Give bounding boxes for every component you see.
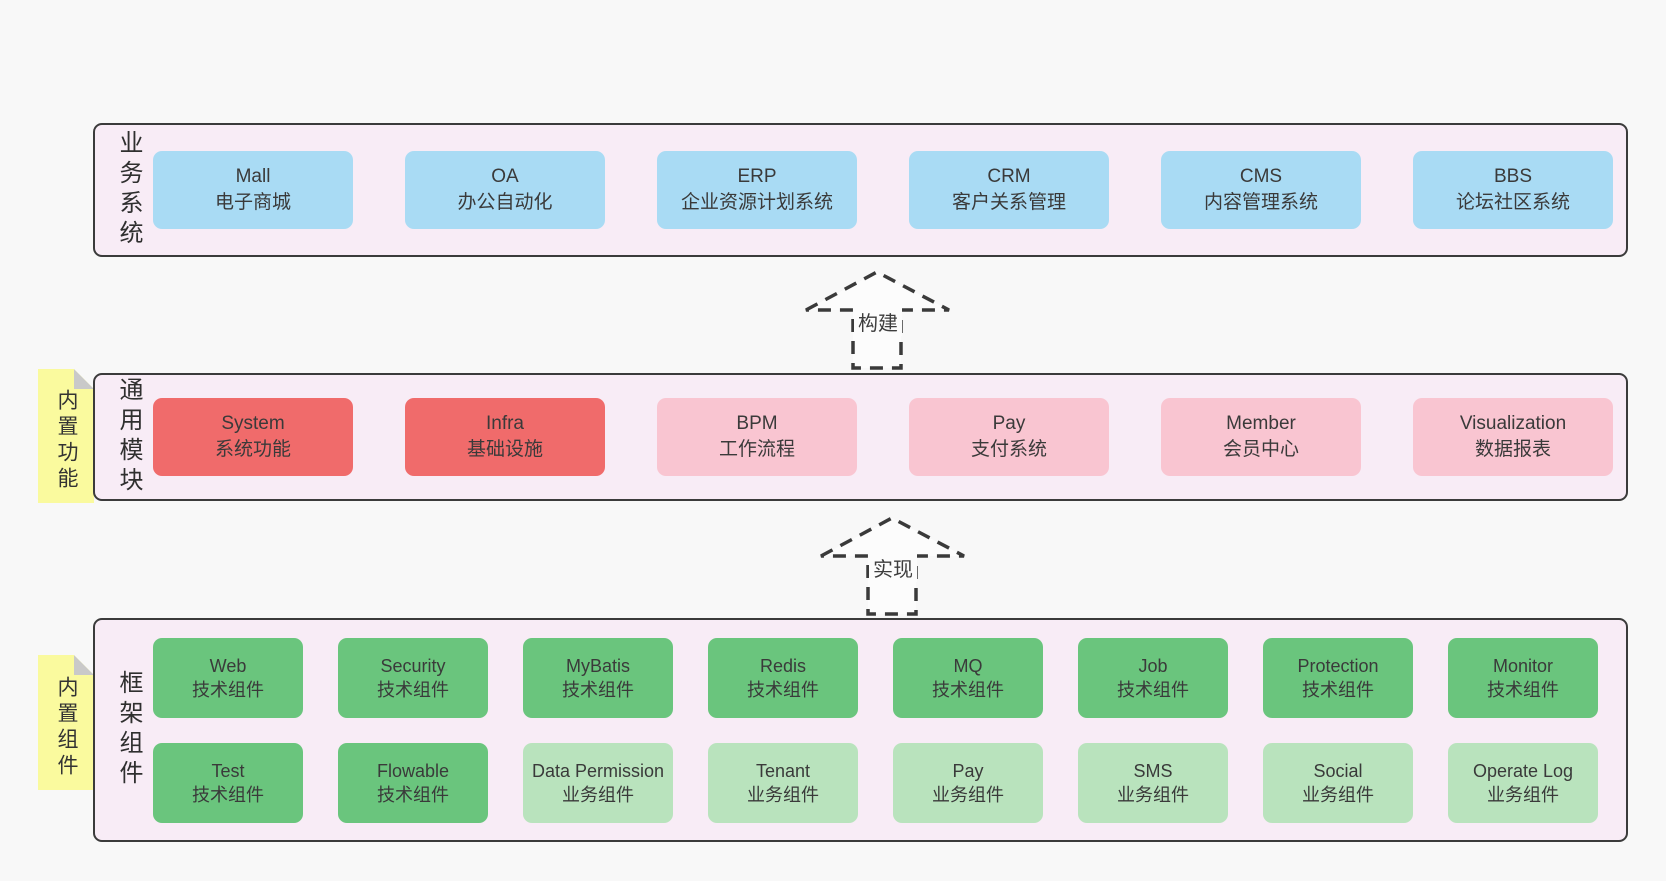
layer-title: 框架组件: [115, 670, 142, 790]
box-social: Social 业务组件: [1263, 743, 1413, 823]
box-title: Data Permission: [531, 761, 665, 781]
box-title: Operate Log: [1472, 761, 1574, 781]
box-pay: Pay 支付系统: [909, 398, 1109, 476]
box-subtitle: 技术组件: [1117, 680, 1189, 700]
box-flowable: Flowable 技术组件: [338, 743, 488, 823]
box-tenant: Tenant 业务组件: [708, 743, 858, 823]
box-title: OA: [491, 166, 519, 187]
box-infra: Infra 基础设施: [405, 398, 605, 476]
box-title: Redis: [759, 656, 807, 676]
box-subtitle: 数据报表: [1474, 439, 1551, 460]
box-data-permission: Data Permission 业务组件: [523, 743, 673, 823]
box-title: Mall: [235, 166, 271, 187]
box-mq: MQ 技术组件: [893, 638, 1043, 718]
sticky-note-built-in-functions: 内置功能: [38, 369, 94, 503]
box-erp: ERP 企业资源计划系统: [657, 151, 857, 229]
layer-framework-components: 框架组件 Web 技术组件 Security 技术组件 MyBatis 技术组件…: [93, 618, 1628, 842]
box-title: MQ: [953, 656, 983, 676]
box-redis: Redis 技术组件: [708, 638, 858, 718]
box-title: Tenant: [755, 761, 811, 781]
box-visualization: Visualization 数据报表: [1413, 398, 1613, 476]
box-oa: OA 办公自动化: [405, 151, 605, 229]
box-security: Security 技术组件: [338, 638, 488, 718]
box-mall: Mall 电子商城: [153, 151, 353, 229]
build-arrow: 构建: [797, 265, 959, 375]
box-bpm: BPM 工作流程: [657, 398, 857, 476]
box-title: Flowable: [376, 761, 450, 781]
box-protection: Protection 技术组件: [1263, 638, 1413, 718]
box-title: Monitor: [1492, 656, 1554, 676]
box-subtitle: 内容管理系统: [1203, 192, 1318, 213]
box-subtitle: 技术组件: [192, 785, 264, 805]
box-subtitle: 企业资源计划系统: [680, 192, 833, 213]
box-title: CMS: [1239, 166, 1283, 187]
arrow-label: 实现: [869, 553, 917, 582]
box-title: Security: [380, 656, 446, 676]
box-subtitle: 技术组件: [932, 680, 1004, 700]
box-system: System 系统功能: [153, 398, 353, 476]
box-subtitle: 会员中心: [1222, 439, 1299, 460]
box-subtitle: 技术组件: [747, 680, 819, 700]
box-subtitle: 业务组件: [747, 785, 819, 805]
box-subtitle: 业务组件: [1302, 785, 1374, 805]
box-title: Job: [1138, 656, 1168, 676]
box-sms: SMS 业务组件: [1078, 743, 1228, 823]
box-title: Visualization: [1459, 413, 1567, 434]
layer-title: 业务系统: [115, 130, 142, 250]
box-title: ERP: [737, 166, 777, 187]
box-subtitle: 技术组件: [377, 680, 449, 700]
sticky-note-built-in-components: 内置组件: [38, 655, 94, 790]
box-subtitle: 工作流程: [718, 439, 795, 460]
box-member: Member 会员中心: [1161, 398, 1361, 476]
box-title: Member: [1226, 413, 1296, 434]
implement-arrow: 实现: [812, 511, 974, 621]
box-subtitle: 业务组件: [562, 785, 634, 805]
box-subtitle: 支付系统: [970, 439, 1047, 460]
box-cms: CMS 内容管理系统: [1161, 151, 1361, 229]
box-subtitle: 业务组件: [932, 785, 1004, 805]
box-title: MyBatis: [565, 656, 630, 676]
box-subtitle: 办公自动化: [457, 192, 553, 213]
box-web: Web 技术组件: [153, 638, 303, 718]
box-subtitle: 技术组件: [1302, 680, 1374, 700]
box-subtitle: 技术组件: [562, 680, 634, 700]
box-subtitle: 系统功能: [214, 439, 291, 460]
box-title: CRM: [987, 166, 1031, 187]
layer-common-modules: 通用模块 System 系统功能 Infra 基础设施 BPM 工作流程 Pay…: [93, 373, 1628, 501]
box-title: BBS: [1493, 166, 1533, 187]
box-subtitle: 电子商城: [214, 192, 291, 213]
box-title: Pay: [952, 761, 984, 781]
box-title: System: [221, 413, 285, 434]
arrow-label: 构建: [854, 307, 902, 336]
box-operate-log: Operate Log 业务组件: [1448, 743, 1598, 823]
sticky-note-label: 内置功能: [55, 389, 78, 494]
box-pay-biz: Pay 业务组件: [893, 743, 1043, 823]
box-subtitle: 基础设施: [466, 439, 543, 460]
box-crm: CRM 客户关系管理: [909, 151, 1109, 229]
box-subtitle: 技术组件: [192, 680, 264, 700]
box-subtitle: 论坛社区系统: [1455, 192, 1570, 213]
box-job: Job 技术组件: [1078, 638, 1228, 718]
box-title: BPM: [736, 413, 778, 434]
box-subtitle: 技术组件: [1487, 680, 1559, 700]
box-title: Test: [211, 761, 245, 781]
box-title: Social: [1313, 761, 1363, 781]
box-subtitle: 业务组件: [1487, 785, 1559, 805]
box-test: Test 技术组件: [153, 743, 303, 823]
box-subtitle: 业务组件: [1117, 785, 1189, 805]
box-title: Protection: [1297, 656, 1379, 676]
box-bbs: BBS 论坛社区系统: [1413, 151, 1613, 229]
layer-business-systems: 业务系统 Mall 电子商城 OA 办公自动化 ERP 企业资源计划系统 CRM…: [93, 123, 1628, 257]
box-title: Web: [209, 656, 247, 676]
box-title: Pay: [992, 413, 1026, 434]
box-mybatis: MyBatis 技术组件: [523, 638, 673, 718]
box-subtitle: 客户关系管理: [951, 192, 1066, 213]
sticky-note-label: 内置组件: [55, 675, 78, 780]
box-monitor: Monitor 技术组件: [1448, 638, 1598, 718]
layer-title: 通用模块: [115, 377, 142, 497]
box-subtitle: 技术组件: [377, 785, 449, 805]
box-title: SMS: [1133, 761, 1173, 781]
box-title: Infra: [485, 413, 525, 434]
